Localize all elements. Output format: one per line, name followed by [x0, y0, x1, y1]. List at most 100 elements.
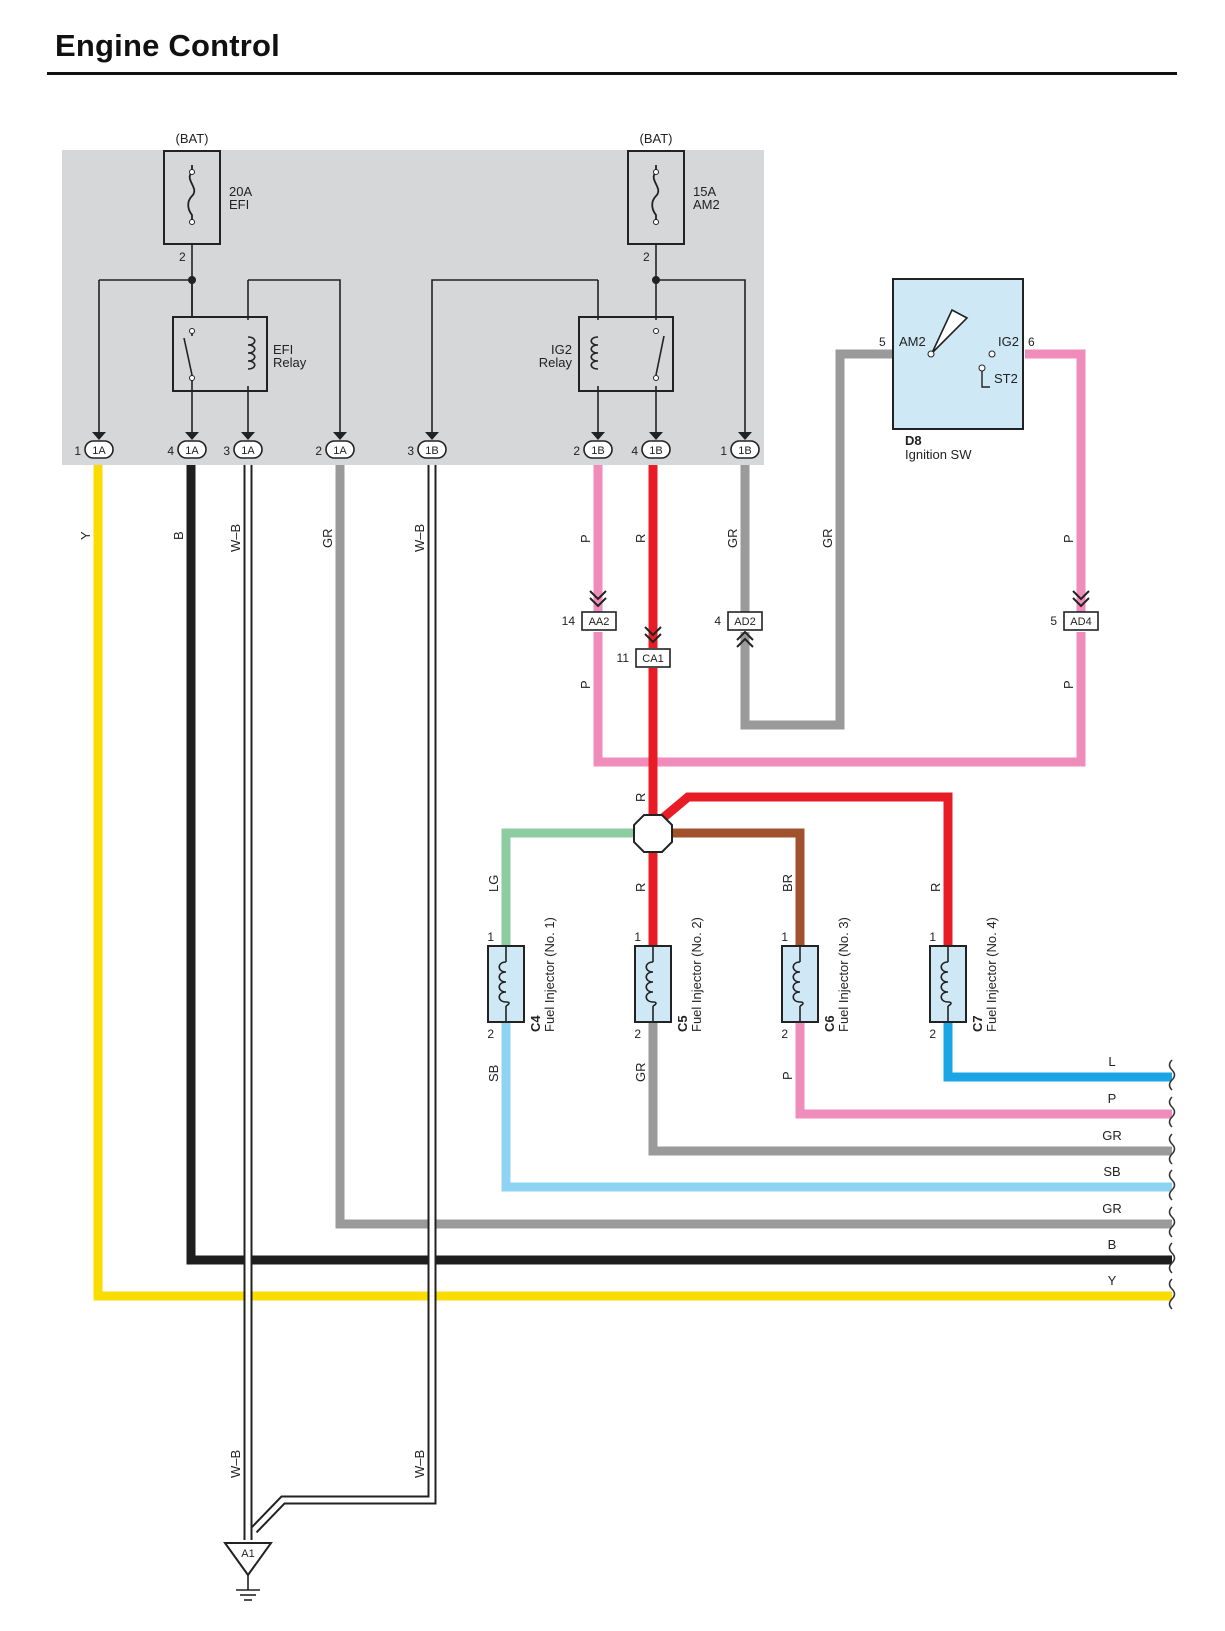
- svg-text:2: 2: [929, 1027, 936, 1041]
- label-edge-y: Y: [1108, 1273, 1117, 1288]
- svg-text:2: 2: [781, 1027, 788, 1041]
- wire-p-ig2: [1025, 349, 1086, 612]
- ign-term-am2: AM2: [899, 334, 926, 349]
- label-wire-p-c6: P: [780, 1071, 795, 1080]
- svg-text:A1: A1: [241, 1548, 254, 1560]
- ignition-switch: [892, 278, 1024, 430]
- wire-gr-1a: [335, 465, 1172, 1229]
- connector-1b-pin-4: 1B4: [631, 432, 671, 459]
- label-wire-b: B: [171, 531, 186, 540]
- connector-1a-pin-4: 1A4: [167, 432, 207, 459]
- fuse-am2-icon: [651, 165, 660, 222]
- title-rule: [47, 72, 1177, 75]
- connector-1a-pin-1: 1A 1: [74, 432, 114, 459]
- ign-name: Ignition SW: [905, 447, 972, 462]
- label-wire-br: BR: [780, 874, 795, 892]
- connector-1b-pin-3: 1B3: [407, 432, 447, 459]
- label-edge-sb: SB: [1103, 1164, 1120, 1179]
- connector-1a-pin-2: 1A2: [315, 432, 355, 459]
- wire-cut-marks: [1168, 1059, 1176, 1310]
- svg-text:C4: C4: [528, 1015, 543, 1032]
- label-wire-p-ad4: P: [1061, 680, 1076, 689]
- svg-text:1B: 1B: [591, 445, 604, 457]
- connector-ad4: AD4 5: [1050, 590, 1099, 631]
- wire-gr-loop: [740, 349, 893, 730]
- label-wire-wb-2: W–B: [412, 524, 427, 552]
- svg-text:AD4: AD4: [1070, 616, 1091, 628]
- svg-text:Fuel Injector (No. 3): Fuel Injector (No. 3): [836, 917, 851, 1032]
- svg-text:4: 4: [714, 614, 721, 628]
- injector-coil-icon: [645, 961, 657, 1007]
- label-wire-r-c5: R: [633, 883, 648, 892]
- wire-r-c7: [660, 792, 953, 946]
- efi-relay: [172, 316, 268, 392]
- wire-gr-c5: [648, 1023, 1172, 1156]
- ign-term-st2: ST2: [994, 371, 1018, 386]
- ig2-relay-label-1: IG2: [551, 342, 572, 357]
- connector-ca1: CA1 11: [617, 626, 671, 668]
- svg-text:1: 1: [929, 930, 936, 944]
- connector-1a-pin-3: 1A3: [223, 432, 263, 459]
- connector-1b-pin-2: 1B 2: [573, 432, 613, 459]
- label-wire-p-aa2: P: [578, 680, 593, 689]
- svg-text:AA2: AA2: [589, 616, 610, 628]
- label-ground-wb-right: W–B: [412, 1450, 427, 1478]
- label-edge-p: P: [1108, 1091, 1117, 1106]
- svg-text:2: 2: [573, 444, 580, 458]
- label-wire-gr-2: GR: [725, 529, 740, 549]
- wire-p-c6: [795, 1023, 1172, 1119]
- ign-pin-ig2: 6: [1028, 335, 1035, 349]
- svg-text:1: 1: [720, 444, 727, 458]
- fuse-am2-rating: 15A: [693, 184, 716, 199]
- bat-label-1: (BAT): [176, 131, 209, 146]
- splice-point: [633, 814, 673, 853]
- label-wire-p-1: P: [578, 534, 593, 543]
- wire-p-loop: [593, 632, 1086, 767]
- svg-text:1B: 1B: [649, 445, 662, 457]
- svg-text:C5: C5: [675, 1015, 690, 1032]
- fuse-efi-pin: 2: [179, 250, 186, 264]
- svg-text:14: 14: [562, 614, 576, 628]
- svg-text:5: 5: [1050, 614, 1057, 628]
- ig2-relay: [578, 316, 674, 392]
- svg-text:1B: 1B: [425, 445, 438, 457]
- svg-text:AD2: AD2: [734, 616, 755, 628]
- svg-text:1B: 1B: [738, 445, 751, 457]
- label-wire-wb-1: W–B: [228, 524, 243, 552]
- label-edge-l: L: [1108, 1054, 1115, 1069]
- label-wire-y: Y: [78, 531, 93, 540]
- svg-text:11: 11: [617, 651, 630, 665]
- ig2-relay-coil-icon: [590, 336, 599, 370]
- label-wire-r-splice: R: [633, 793, 648, 802]
- svg-text:CA1: CA1: [642, 653, 663, 665]
- svg-text:C6: C6: [822, 1015, 837, 1032]
- svg-text:1: 1: [74, 444, 81, 458]
- connector-ad2: AD2 4: [714, 611, 763, 648]
- fuse-efi-name: EFI: [229, 197, 249, 212]
- label-wire-r-c7: R: [928, 883, 943, 892]
- label-ground-wb-left: W–B: [228, 1450, 243, 1478]
- injector-coil-icon: [498, 961, 510, 1007]
- wire-b: [186, 465, 1172, 1265]
- svg-text:1: 1: [634, 930, 641, 944]
- wire-br-c6: [673, 828, 805, 946]
- efi-relay-label-1: EFI: [273, 342, 293, 357]
- svg-text:Fuel Injector (No. 4): Fuel Injector (No. 4): [984, 917, 999, 1032]
- label-wire-sb: SB: [486, 1065, 501, 1082]
- label-wire-gr-1: GR: [320, 529, 335, 549]
- ground-a1: A1: [223, 1542, 273, 1601]
- label-edge-b: B: [1108, 1237, 1117, 1252]
- fuse-efi-icon: [187, 165, 196, 222]
- label-wire-lg: LG: [486, 875, 501, 892]
- fuse-efi-rating: 20A: [229, 184, 252, 199]
- ig2-relay-label-2: Relay: [539, 355, 573, 370]
- wire-y: [93, 465, 1172, 1301]
- svg-text:4: 4: [167, 444, 174, 458]
- svg-text:1A: 1A: [92, 445, 106, 457]
- connector-aa2: AA2 14: [562, 590, 617, 631]
- svg-text:3: 3: [223, 444, 230, 458]
- ignition-key-icon: [931, 308, 969, 354]
